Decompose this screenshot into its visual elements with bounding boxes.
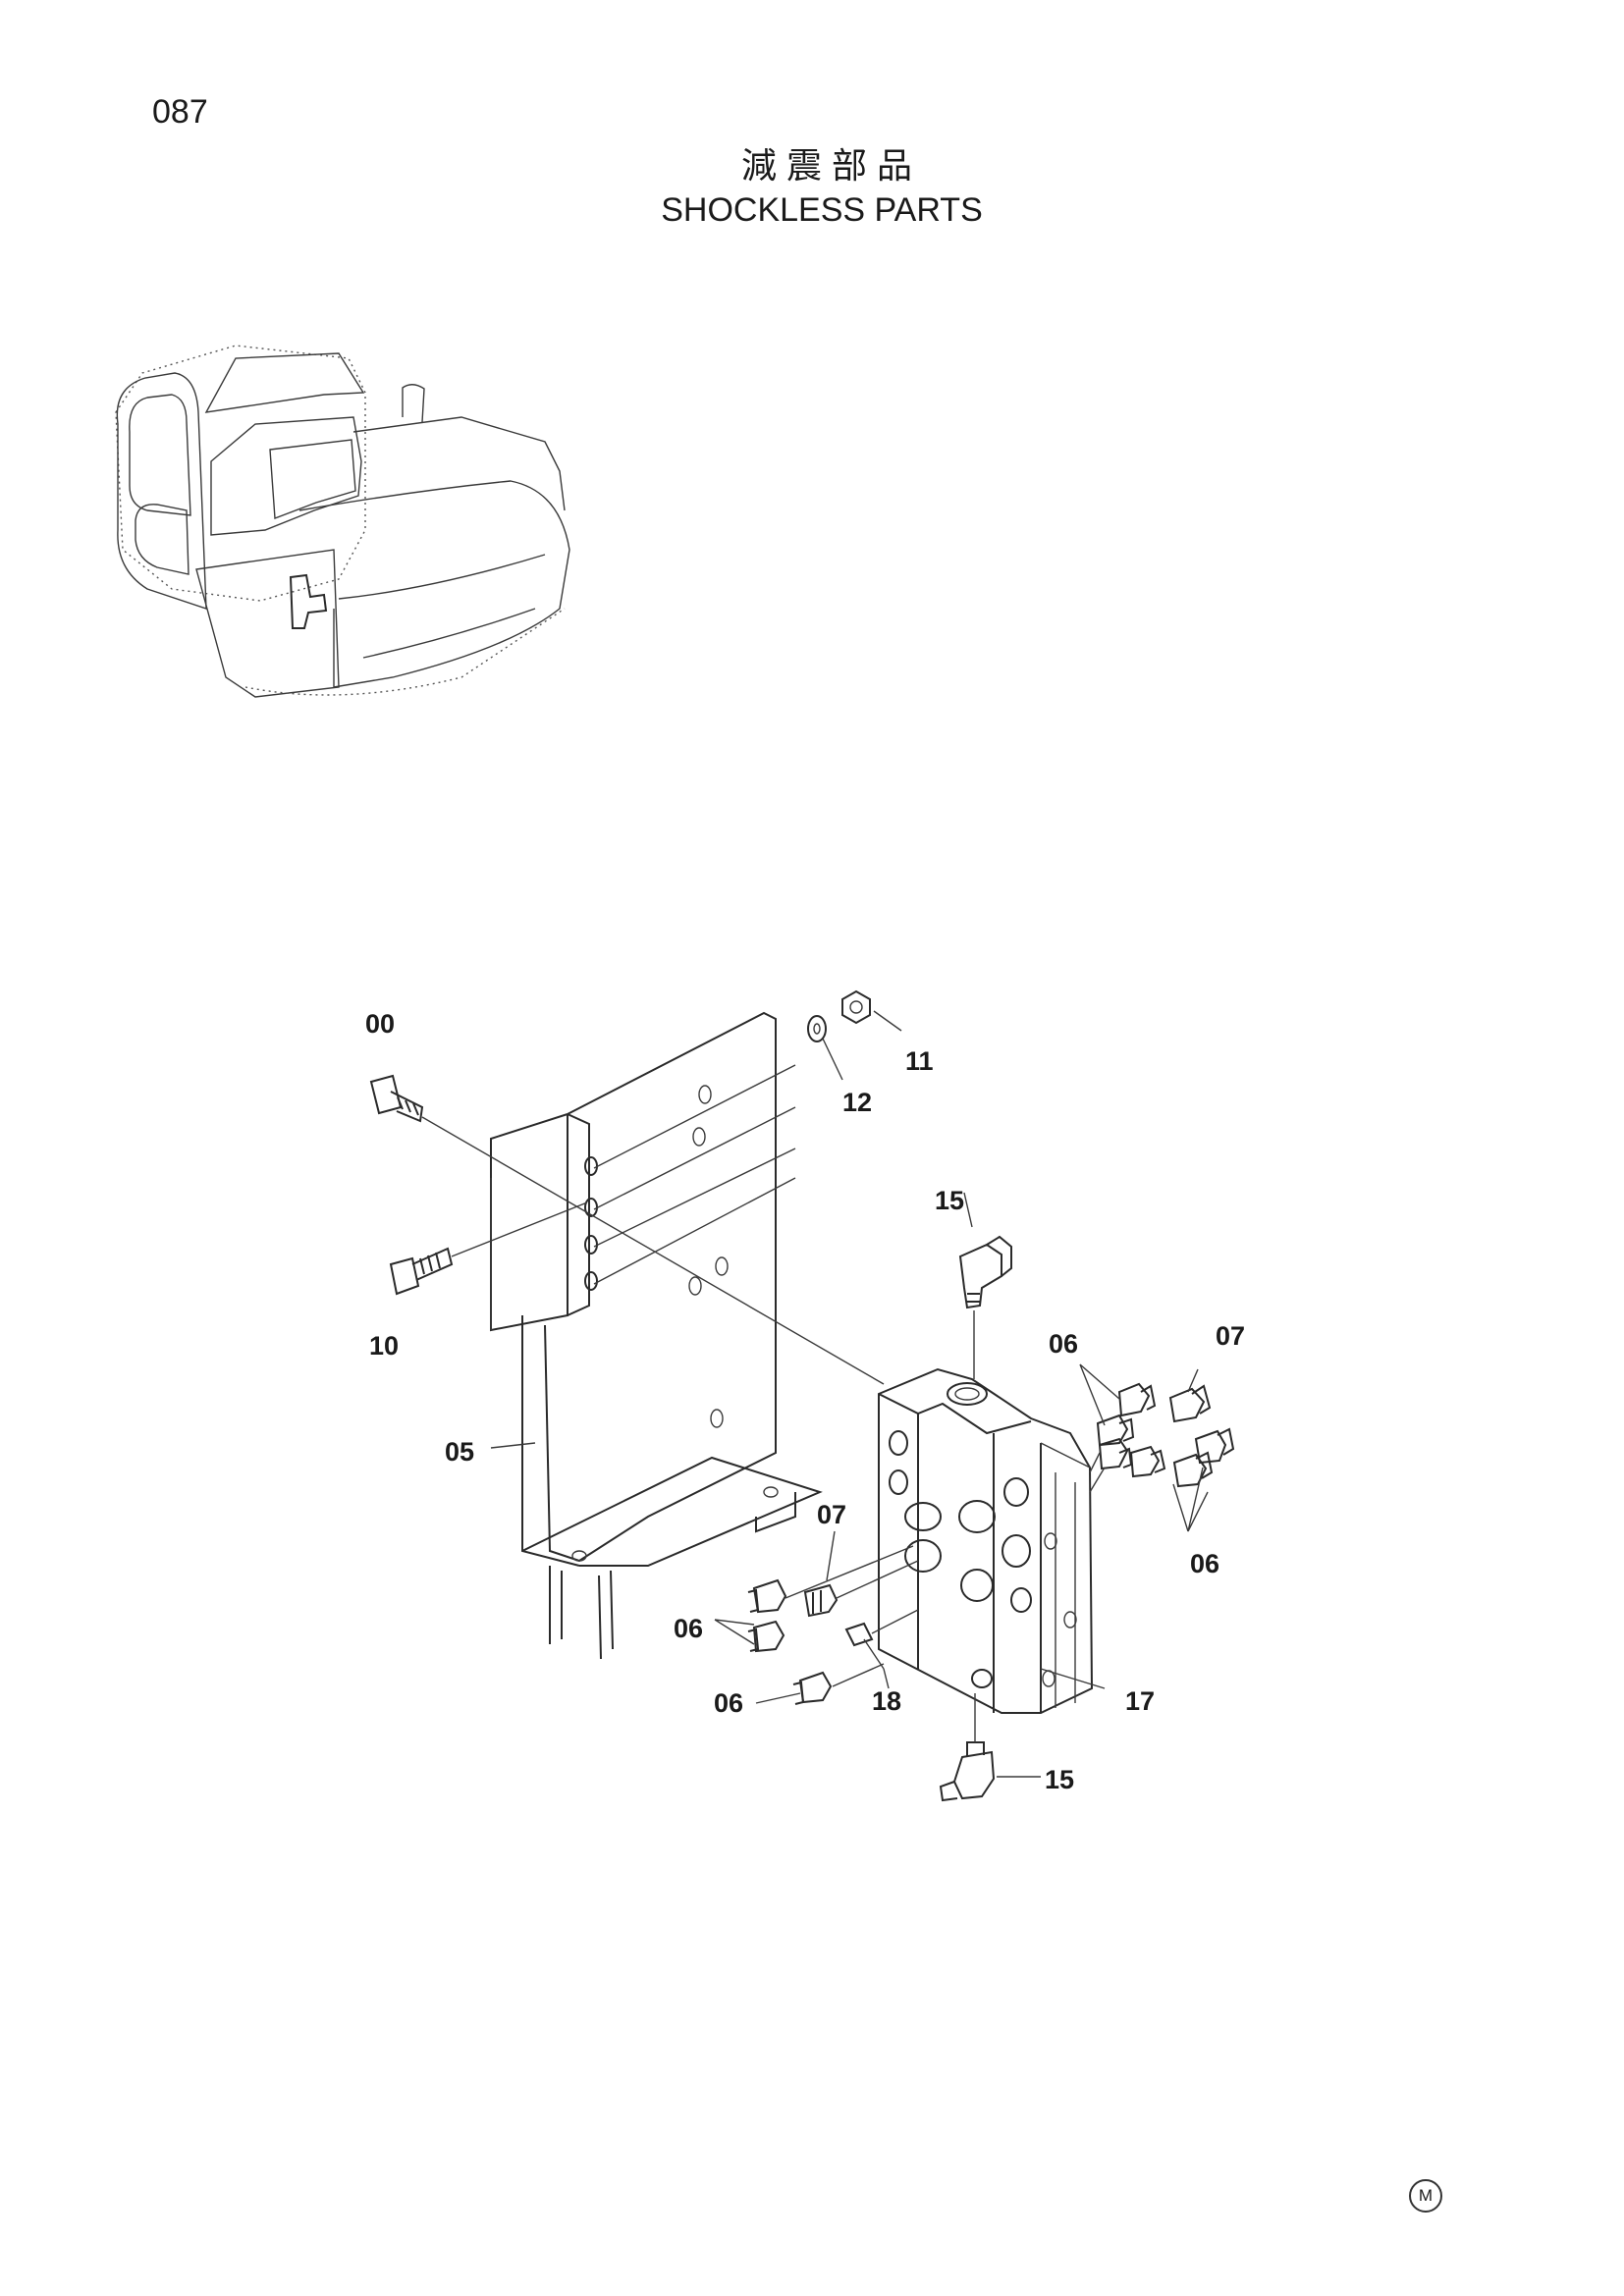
bolt-part-00 [369, 1074, 885, 1385]
callout-17: 17 [1125, 1686, 1155, 1716]
valve-block-part-17 [878, 1367, 1094, 1714]
bracket-part-05 [490, 1011, 823, 1660]
callout-labels: 00 11 12 15 10 06 07 05 07 06 06 06 18 1… [365, 1009, 1245, 1794]
callout-05: 05 [445, 1437, 474, 1467]
callout-18: 18 [872, 1686, 901, 1716]
callout-07-upper-right: 07 [1216, 1321, 1245, 1351]
callout-15-top: 15 [935, 1186, 964, 1215]
elbow-fitting-part-15-bottom [939, 1693, 1041, 1802]
callout-07-left: 07 [817, 1500, 846, 1529]
catalog-mark: M [1409, 2179, 1442, 2213]
callout-06-left: 06 [674, 1614, 703, 1643]
callout-06-bottom-left: 06 [714, 1688, 743, 1718]
elbow-fitting-part-15-top [958, 1192, 1012, 1379]
fittings-left-group [490, 1442, 1106, 1705]
bolt-part-10 [389, 1201, 588, 1296]
callout-06-upper-right: 06 [1049, 1329, 1078, 1359]
callout-11: 11 [905, 1046, 934, 1076]
title-chinese: 減震部品 [740, 146, 922, 187]
callout-15-bottom: 15 [1045, 1765, 1074, 1794]
title-english: SHOCKLESS PARTS [661, 191, 983, 229]
excavator-cab-outline [115, 345, 570, 698]
fittings-right-group [1079, 1363, 1235, 1532]
washer-part-12 [807, 1015, 843, 1081]
callout-12: 12 [842, 1088, 872, 1117]
callout-00: 00 [365, 1009, 395, 1039]
nut-part-11 [841, 989, 902, 1032]
page-number: 087 [152, 93, 208, 131]
callout-06-lower-right: 06 [1190, 1549, 1219, 1578]
callout-10: 10 [369, 1331, 399, 1361]
